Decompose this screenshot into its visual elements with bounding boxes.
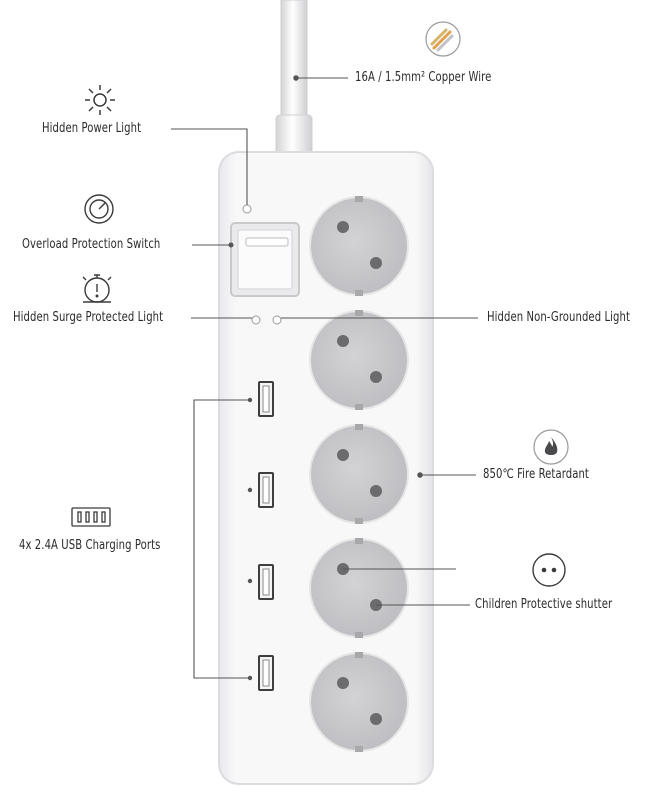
label-hidden-surge-protected-light: Hidden Surge Protected Light xyxy=(13,310,164,325)
usb-port-1[interactable] xyxy=(258,381,274,417)
label-fire-retardant: 850℃ Fire Retardant xyxy=(483,467,589,482)
socket-1[interactable] xyxy=(309,196,409,296)
socket-3[interactable] xyxy=(309,424,409,524)
power-cable xyxy=(275,0,313,156)
alert-timer-icon xyxy=(82,274,112,303)
usb-port-3[interactable] xyxy=(258,564,274,600)
label-hidden-non-grounded-light: Hidden Non-Grounded Light xyxy=(487,310,630,325)
socket-2[interactable] xyxy=(309,310,409,410)
socket-shutter-icon xyxy=(532,553,566,587)
usb-port-2[interactable] xyxy=(258,472,274,508)
flame-icon xyxy=(533,429,569,465)
leader-power-light xyxy=(171,128,248,205)
socket-4[interactable] xyxy=(309,538,409,638)
usb-ports-icon xyxy=(71,507,111,527)
sun-icon xyxy=(85,85,115,115)
label-usb-charging-ports: 4x 2.4A USB Charging Ports xyxy=(19,538,161,553)
label-copper-wire: 16A / 1.5mm² Copper Wire xyxy=(355,70,492,85)
leader-usb-bracket xyxy=(193,399,250,679)
non-grounded-indicator-light xyxy=(272,315,282,325)
socket-5[interactable] xyxy=(309,652,409,752)
usb-port-4[interactable] xyxy=(258,655,274,691)
power-indicator-light xyxy=(242,204,252,214)
label-overload-protection-switch: Overload Protection Switch xyxy=(22,237,161,252)
gauge-icon xyxy=(84,194,114,224)
surge-indicator-light xyxy=(251,315,261,325)
label-hidden-power-light: Hidden Power Light xyxy=(42,121,142,136)
leader-lines xyxy=(171,75,478,679)
copper-wire-icon xyxy=(425,21,461,57)
overload-switch[interactable] xyxy=(230,222,300,297)
label-children-protective-shutter: Children Protective shutter xyxy=(475,597,613,612)
